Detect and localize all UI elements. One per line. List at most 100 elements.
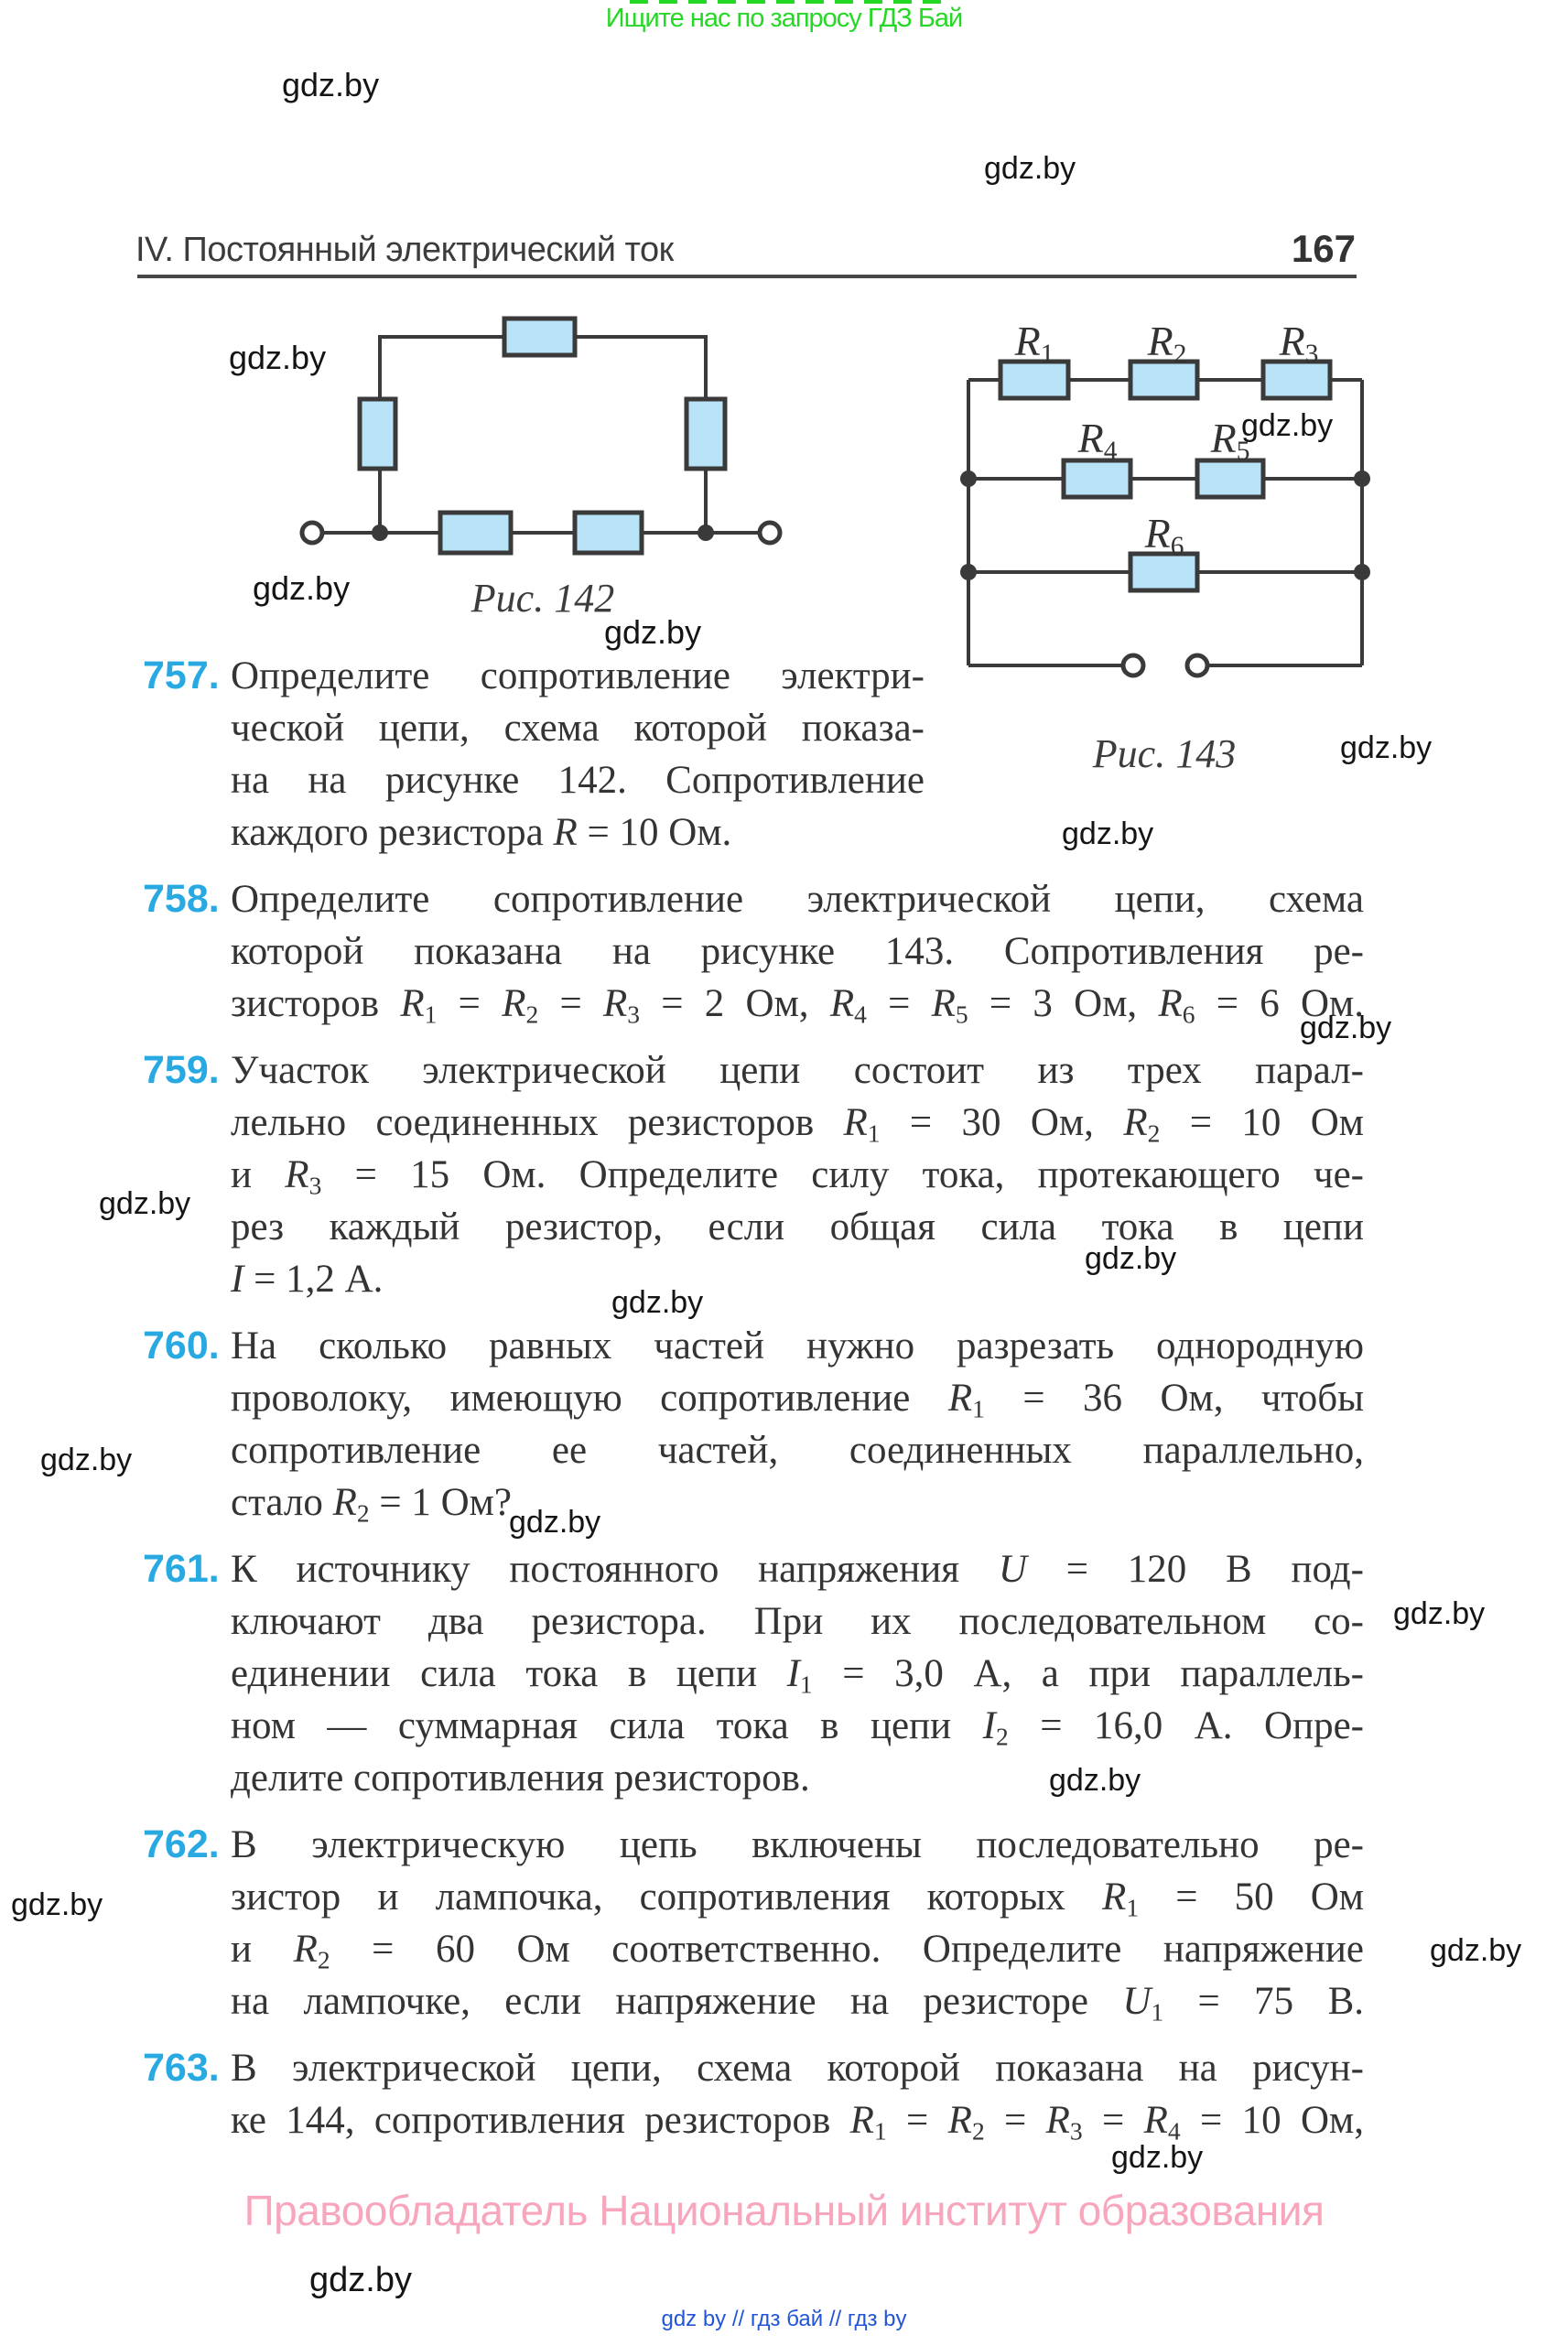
text-line: В электрической цепи, схема которой пока…: [231, 2047, 1364, 2090]
page-number: 167: [1291, 227, 1356, 270]
problem-number: 759.: [143, 1048, 220, 1092]
junction-dot: [697, 524, 714, 541]
problem-text: Определите сопротивление электри-ческой …: [231, 650, 925, 859]
text-line: проволоку, имеющую сопротивление R1 = 36…: [231, 1377, 1365, 1423]
junction-dot: [1354, 564, 1370, 580]
problem-number: 760.: [143, 1324, 220, 1368]
text-line: зисторов R1 = R2 = R3 = 2 Ом, R4 = R5 = …: [231, 982, 1364, 1029]
text-line: ключают два резистора. При их последоват…: [231, 1600, 1364, 1643]
text-line: сопротивление ее частей, соединенных пар…: [231, 1429, 1364, 1472]
problem-number: 762.: [143, 1822, 220, 1866]
resistor: [502, 316, 578, 358]
text-line: В электрическую цепь включены последоват…: [231, 1823, 1364, 1866]
problem-759: 759.Участок электрической цепи состоит и…: [143, 1044, 1364, 1305]
gdz-watermark: gdz.by: [1300, 1011, 1392, 1045]
gdz-watermark: gdz.by: [1111, 2140, 1204, 2175]
gdz-watermark: gdz.by: [1430, 1933, 1522, 1968]
resistor: [684, 396, 728, 471]
gdz-watermark: gdz.by: [229, 339, 327, 376]
terminal-icon: [1184, 653, 1210, 678]
circuit-figure-143: [960, 359, 1370, 678]
problem-761: 761.К источнику постоянного напряжения U…: [143, 1543, 1364, 1804]
text-line: и R2 = 60 Ом соответственно. Определите …: [231, 1928, 1364, 1974]
terminal-icon: [1120, 653, 1146, 678]
text-line: стало R2 = 1 Ом?: [231, 1481, 512, 1528]
text-line: делите сопротивления резисторов.: [231, 1757, 810, 1800]
junction-dot: [372, 524, 388, 541]
text-line: которой показана на рисунке 143. Сопроти…: [231, 930, 1364, 973]
text-line: ке 144, сопротивления резисторов R1 = R2…: [231, 2099, 1364, 2146]
footer-links[interactable]: gdz by // гдз бай // гдз by: [661, 2307, 907, 2331]
gdz-watermark: gdz.by: [99, 1186, 191, 1221]
terminal-icon: [299, 520, 325, 546]
junction-dot: [1354, 470, 1370, 487]
wire: [378, 335, 708, 533]
text-line: на на рисунке 142. Сопротивление: [231, 759, 925, 802]
gdz-watermark: gdz.by: [1340, 730, 1433, 765]
problem-number: 763.: [143, 2046, 220, 2090]
problem-text: Определите сопротивление электрической ц…: [231, 873, 1364, 1030]
resistor: [357, 396, 398, 471]
resistor-label: R3: [1279, 318, 1319, 370]
text-line: и R3 = 15 Ом. Определите силу тока, прот…: [231, 1153, 1365, 1200]
gdz-watermark: gdz.by: [984, 151, 1076, 186]
fig142-caption: Рис. 142: [470, 576, 615, 621]
gdz-watermark: gdz.by: [509, 1505, 601, 1540]
text-line: I = 1,2 А.: [231, 1258, 384, 1301]
problem-text: На сколько равных частей нужно разрезать…: [231, 1320, 1364, 1529]
text-line: К источнику постоянного напряжения U = 1…: [231, 1548, 1364, 1591]
text-line: ческой цепи, схема которой показа-: [231, 707, 925, 750]
text-line: лельно соединенных резисторов R1 = 30 Ом…: [231, 1101, 1364, 1148]
resistor-label: R6: [1144, 510, 1184, 562]
header-rule: [137, 275, 1357, 278]
problem-number: 758.: [143, 877, 220, 921]
gdz-watermark: gdz.by: [282, 66, 380, 103]
gdz-watermark: gdz.by: [1062, 816, 1154, 851]
junction-dot: [960, 564, 977, 580]
resistor: [1195, 458, 1266, 500]
gdz-watermark: gdz.by: [1241, 408, 1334, 443]
problem-number: 757.: [143, 654, 220, 697]
circuit-figure-142: [299, 316, 783, 556]
resistor-label: R2: [1147, 318, 1187, 370]
text-line: единении сила тока в цепи I1 = 3,0 А, а …: [231, 1652, 1364, 1699]
fig143-caption: Рис. 143: [1092, 731, 1237, 776]
problem-762: 762. В электрическую цепь включены послед…: [143, 1819, 1364, 2027]
problem-763: 763. В электрической цепи, схема которой …: [143, 2042, 1364, 2146]
gdz-watermark: gdz.by: [1085, 1241, 1177, 1276]
gdz-watermark: gdz.by: [1049, 1763, 1141, 1798]
promo-banner-link[interactable]: Ищите нас по запросу ГДЗ Бай: [605, 4, 963, 33]
problem-text: Участок электрической цепи состоит из тр…: [231, 1044, 1364, 1305]
junction-dot: [960, 470, 977, 487]
terminal-icon: [757, 520, 783, 546]
gdz-watermark: gdz.by: [604, 613, 702, 651]
problem-758: 758.Определите сопротивление электрическ…: [143, 873, 1364, 1030]
problem-760: 760.На сколько равных частей нужно разре…: [143, 1320, 1364, 1529]
copyright-line: Правообладатель Национальный институт об…: [243, 2187, 1325, 2234]
text-line: на лампочке, если напряжение на резистор…: [231, 1980, 1364, 2027]
clipped-text-fragment: [630, 0, 941, 4]
resistor: [1061, 458, 1133, 500]
resistor-label: R1: [1014, 318, 1054, 370]
resistor: [1128, 551, 1200, 593]
problem-text: К источнику постоянного напряжения U = 1…: [231, 1543, 1364, 1804]
gdz-watermark: gdz.by: [40, 1443, 133, 1477]
gdz-watermark: gdz.by: [611, 1285, 704, 1320]
resistor: [1128, 359, 1200, 401]
resistor: [572, 510, 644, 556]
resistor-label: R4: [1077, 415, 1118, 467]
problem-text: В электрическую цепь включены последоват…: [231, 1819, 1364, 2027]
resistor: [1260, 359, 1333, 401]
gdz-watermark: gdz.by: [309, 2261, 412, 2299]
gdz-watermark: gdz.by: [1393, 1596, 1486, 1631]
chapter-title: IV. Постоянный электрический ток: [135, 231, 674, 269]
resistor: [438, 510, 514, 556]
problem-list: 757. Определите сопротивление электри-чес…: [143, 650, 1364, 2161]
problem-text: В электрической цепи, схема которой пока…: [231, 2042, 1364, 2146]
resistor: [998, 359, 1071, 401]
text-line: рез каждый резистор, если общая сила ток…: [231, 1205, 1364, 1249]
text-line: На сколько равных частей нужно разрезать…: [231, 1324, 1364, 1368]
problem-757: 757. Определите сопротивление электри-чес…: [143, 650, 1364, 859]
resistor-label: R5: [1210, 415, 1250, 467]
